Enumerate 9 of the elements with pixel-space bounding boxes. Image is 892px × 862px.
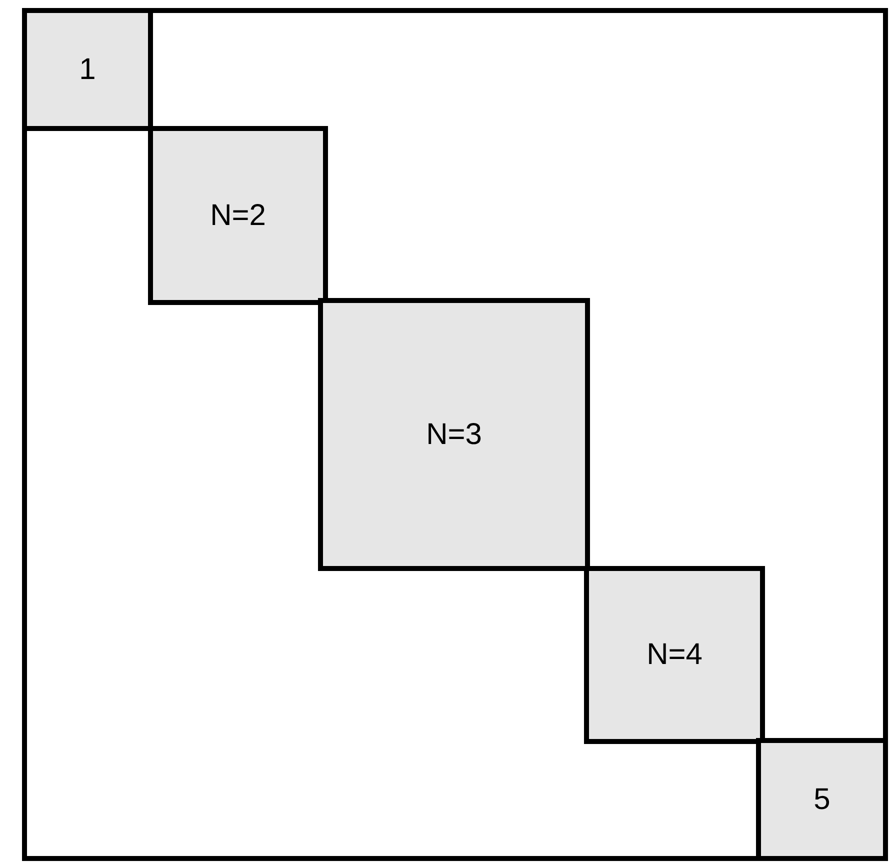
block-label: N=3 xyxy=(426,418,482,452)
matrix-outline xyxy=(22,8,888,861)
block-label: N=2 xyxy=(210,198,266,232)
block-label: 5 xyxy=(814,782,830,816)
matrix-block xyxy=(318,298,590,571)
block-label: 1 xyxy=(79,52,96,86)
block-label: N=4 xyxy=(646,638,702,672)
matrix-block xyxy=(148,126,328,305)
matrix-block xyxy=(584,566,765,744)
